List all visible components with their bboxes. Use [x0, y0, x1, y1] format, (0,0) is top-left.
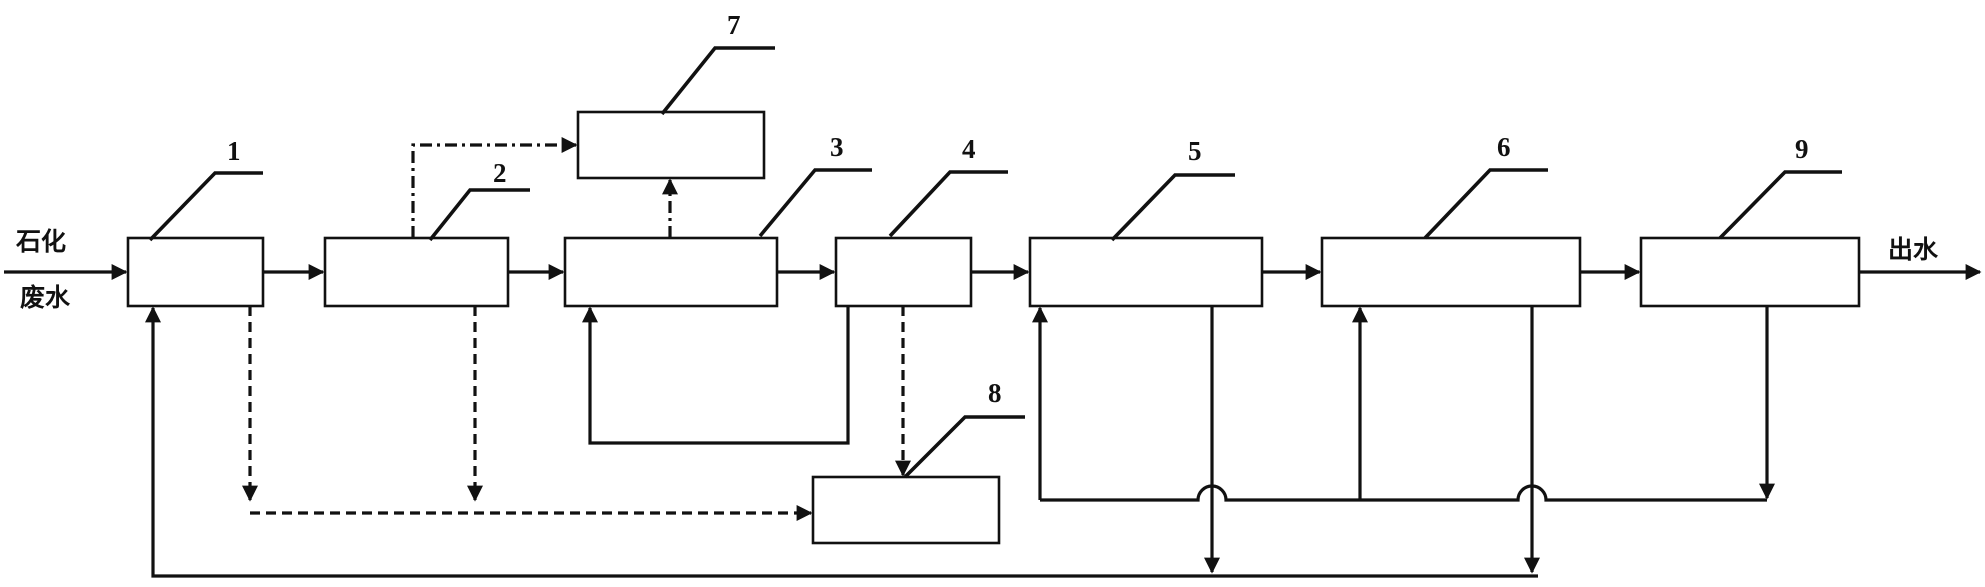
unit-number-4: 4 [962, 134, 976, 164]
leader-2 [428, 188, 530, 242]
flow-2-to-7 [411, 137, 578, 238]
unit-box-9 [1639, 236, 1861, 308]
inlet-label-line-1: 石化 [15, 227, 66, 256]
unit-box-2 [323, 236, 510, 308]
leader-7 [660, 46, 775, 116]
unit-box-7 [576, 110, 766, 180]
return-to-unit-1 [145, 306, 1538, 578]
unit-number-9: 9 [1795, 134, 1809, 164]
outlet-label: 出水 [1888, 235, 1939, 264]
unit-number-8: 8 [988, 378, 1002, 408]
unit-box-4 [834, 236, 973, 308]
unit-box-3 [563, 236, 779, 308]
leader-9 [1718, 170, 1842, 240]
unit-number-2: 2 [493, 158, 507, 188]
manifold-line [1040, 484, 1767, 502]
leader-1 [148, 171, 263, 242]
unit-number-5: 5 [1188, 136, 1202, 166]
inlet-label-line-2: 废水 [20, 283, 71, 312]
recycle-4-to-3 [582, 306, 850, 445]
leader-6 [1423, 168, 1548, 240]
leader-8 [903, 415, 1025, 479]
leader-3 [758, 168, 872, 238]
unit-number-7: 7 [727, 10, 741, 40]
leader-4 [888, 170, 1008, 238]
unit-box-5 [1028, 236, 1264, 308]
unit-number-6: 6 [1497, 132, 1511, 162]
unit-box-8 [811, 475, 1001, 545]
unit-number-1: 1 [227, 136, 241, 166]
unit-number-3: 3 [830, 132, 844, 162]
unit-box-1 [126, 236, 265, 308]
unit-box-6 [1320, 236, 1582, 308]
leader-5 [1110, 173, 1235, 242]
